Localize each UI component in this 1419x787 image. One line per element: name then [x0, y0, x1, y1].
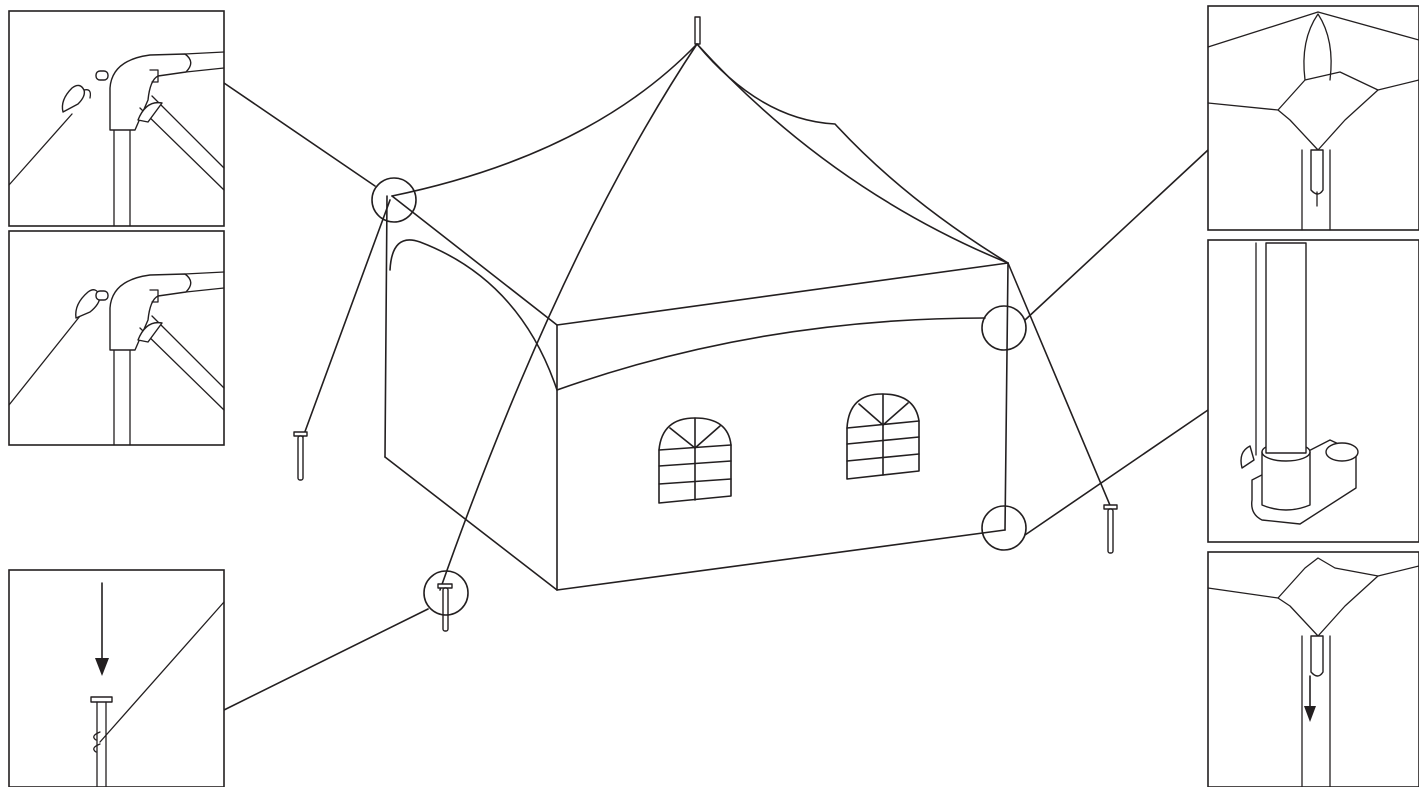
arrow-down-icon	[1304, 675, 1316, 722]
callout-circle-base	[981, 505, 1027, 551]
callout-circle-stake	[423, 570, 469, 616]
guy-rope-left	[302, 199, 391, 438]
roof-ridge-right	[696, 43, 1009, 264]
roof-front-eave	[556, 262, 1009, 326]
ground-stake-icon	[437, 583, 453, 632]
roof-ridge-front	[439, 43, 698, 591]
ground-stake-icon	[293, 431, 308, 481]
detail-panel-corner-unhooked	[8, 10, 225, 227]
leader-line-strap	[1024, 149, 1209, 321]
base-plate-icon	[1240, 242, 1359, 525]
detail-panel-corner-hooked	[8, 230, 225, 446]
corner-fitting-icon	[8, 271, 225, 446]
front-wall-bottom	[556, 529, 1006, 591]
tent-icon	[293, 16, 1118, 632]
arrow-down-icon	[95, 582, 109, 676]
center-pole-tip	[694, 16, 701, 45]
leader-line-corner	[223, 82, 376, 187]
detail-panel-pole-base	[1207, 239, 1419, 543]
window-right	[846, 393, 920, 480]
ground-stake-icon	[1103, 504, 1118, 554]
callout-circle-strap	[981, 305, 1027, 351]
window-left	[658, 417, 732, 504]
ratchet-strap-icon	[1207, 11, 1419, 231]
ground-stake-icon	[90, 601, 225, 787]
roof-front-left-edge	[391, 43, 698, 197]
leader-line-base	[1024, 409, 1209, 536]
left-wall-bottom	[384, 456, 558, 591]
ratchet-strap-icon	[1207, 557, 1419, 787]
leader-line-stake	[223, 608, 429, 711]
corner-fitting-icon	[8, 51, 225, 227]
left-wall-back-edge	[384, 195, 388, 458]
guy-rope-right	[1007, 262, 1113, 511]
detail-panel-strap-tighten	[1207, 551, 1419, 787]
roof-left-eave	[391, 195, 558, 326]
front-wall-arch	[556, 317, 986, 391]
detail-panel-strap-top	[1207, 5, 1419, 231]
callout-circle-corner	[371, 177, 417, 223]
roof-back-right-edge	[696, 43, 1009, 264]
front-wall-right-edge	[1004, 262, 1009, 531]
left-wall-arch	[389, 239, 558, 391]
detail-panel-stake	[8, 569, 225, 787]
